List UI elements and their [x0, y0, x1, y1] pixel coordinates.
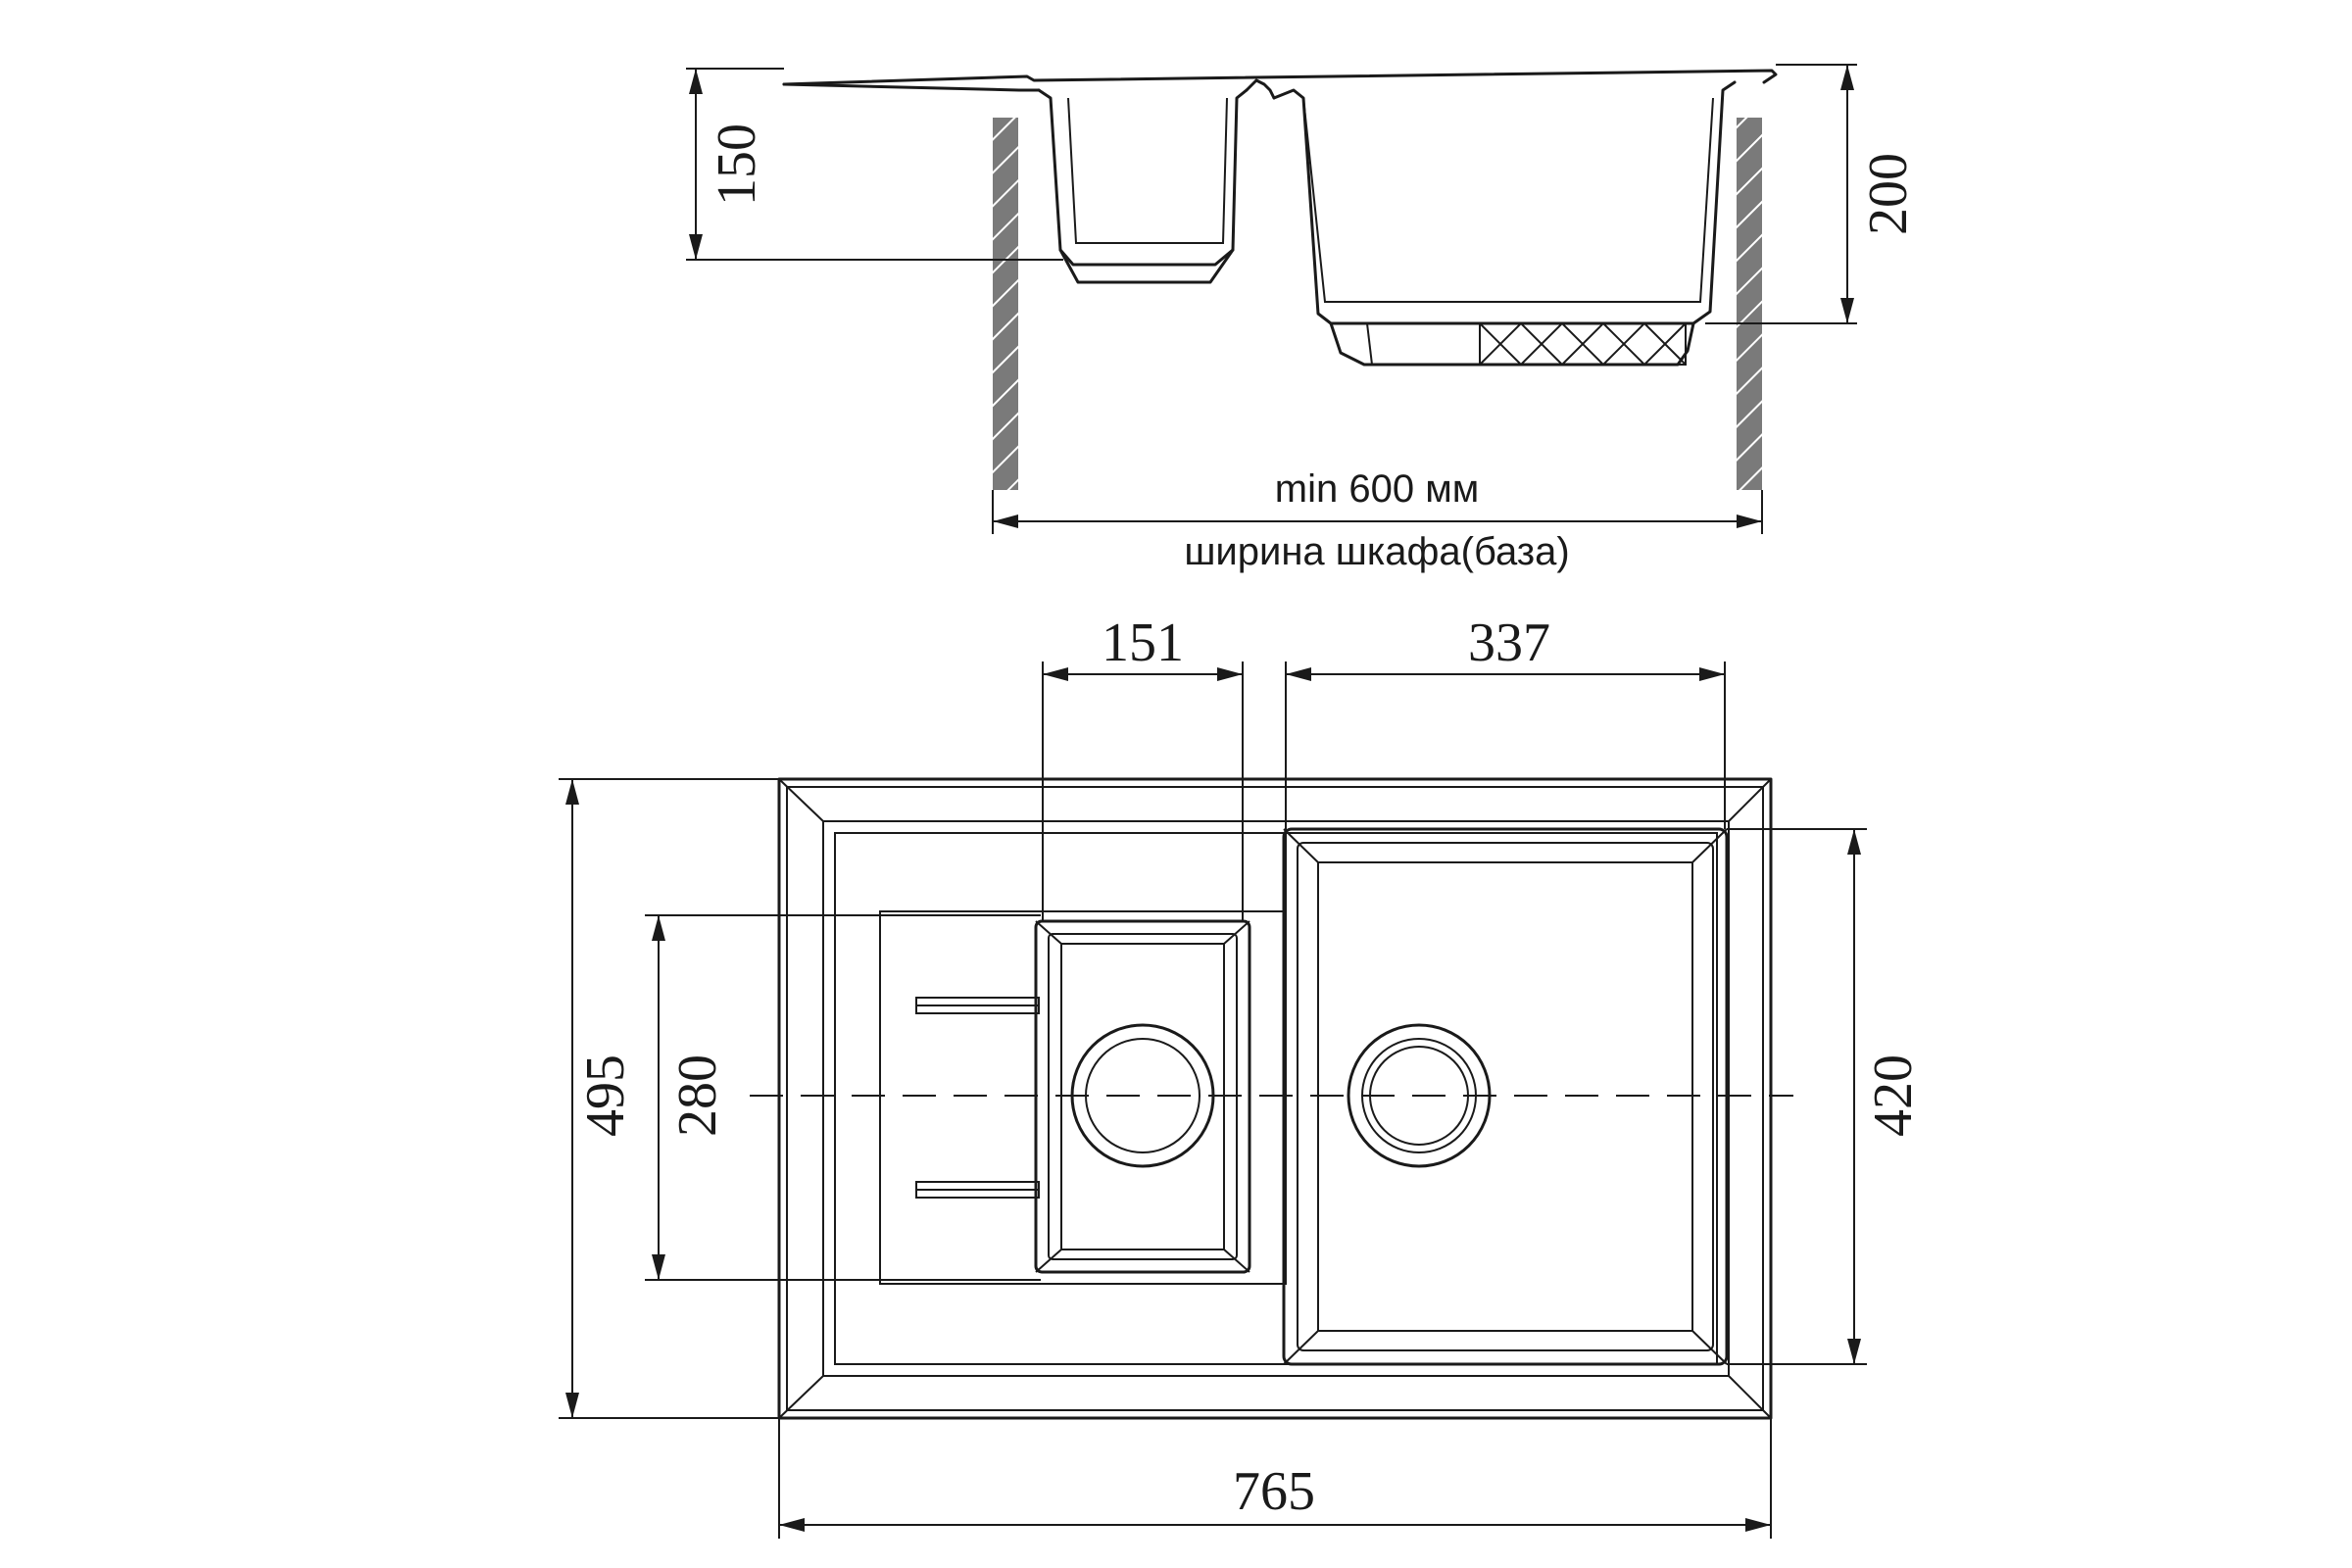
- sink-section-profile: [782, 69, 1778, 367]
- dimension-depth-large-bowl: 200: [1705, 64, 1919, 324]
- cabinet-wall-right: [1737, 118, 1762, 490]
- small-bowl-drain: [1070, 1023, 1215, 1168]
- dim-label-337: 337: [1468, 612, 1550, 673]
- top-plan-view: 151 337 495 280: [559, 612, 1924, 1539]
- drainboard-ribs: [915, 997, 1040, 1199]
- sink-outer-body: [777, 777, 1773, 1420]
- dimension-large-bowl-width: 337: [1285, 612, 1726, 916]
- dim-label-280: 280: [667, 1054, 728, 1137]
- dimension-depth-small-bowl: 150: [686, 68, 1063, 261]
- small-bowl-area: [879, 910, 1287, 1285]
- dim-label-495: 495: [575, 1054, 636, 1137]
- dimension-cabinet-width: min 600 мм ширина шкафа(база): [992, 467, 1763, 573]
- drain-hatch: [1479, 321, 1687, 367]
- dim-label-200: 200: [1858, 153, 1919, 235]
- dim-label-150: 150: [707, 123, 767, 206]
- dimension-large-bowl-depth: 420: [1727, 828, 1924, 1365]
- cabinet-width-caption: ширина шкафа(база): [1184, 530, 1569, 573]
- side-section-view: 150 200 min 600 мм ширина шкафа(база): [686, 64, 1919, 573]
- large-bowl: [1282, 827, 1729, 1366]
- cabinet-min-width-label: min 600 мм: [1275, 467, 1479, 511]
- dimension-overall-depth: 495: [559, 778, 779, 1419]
- dimension-small-bowl-depth: 280: [645, 914, 1041, 1281]
- dim-label-420: 420: [1863, 1054, 1924, 1137]
- dimension-small-bowl-width: 151: [1042, 612, 1244, 921]
- dimension-overall-width: 765: [778, 1418, 1772, 1539]
- cabinet-wall-left: [993, 118, 1018, 490]
- dim-label-765: 765: [1233, 1461, 1315, 1522]
- dim-label-151: 151: [1102, 612, 1184, 673]
